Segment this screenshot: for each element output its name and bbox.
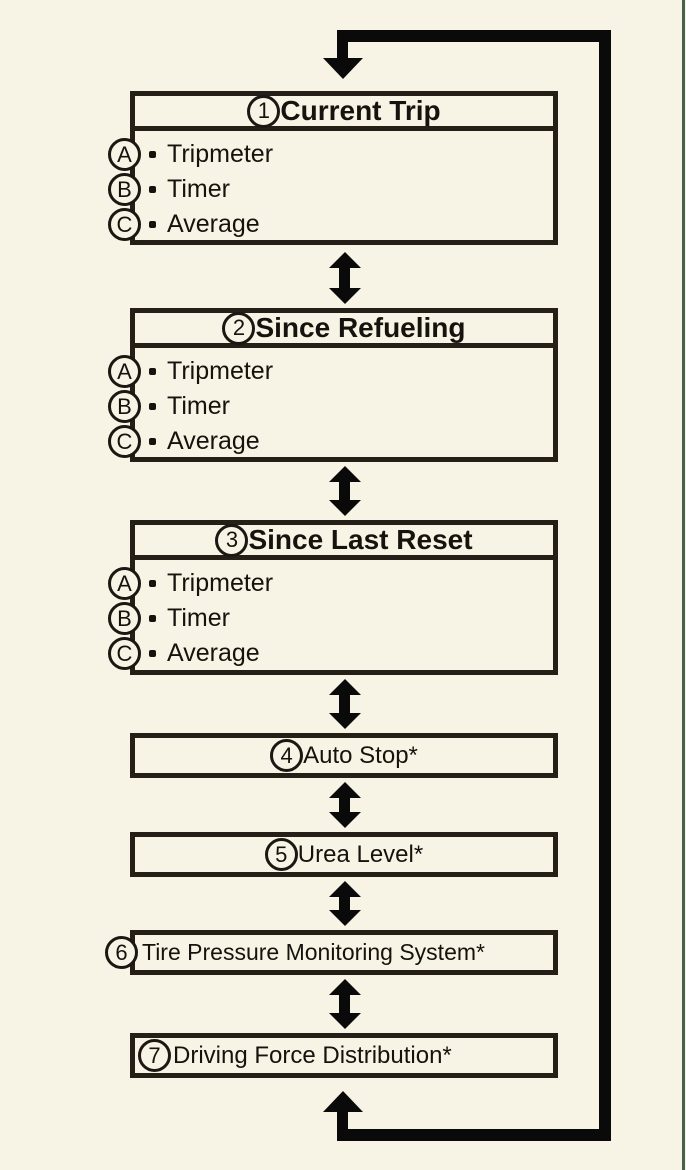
- double-arrow-icon: [328, 679, 361, 729]
- bullet-dot: [149, 221, 156, 228]
- item-row: B Timer: [108, 601, 553, 636]
- loop-right-line: [599, 30, 611, 1141]
- number-badge: 6: [105, 936, 138, 969]
- bullet-dot: [149, 186, 156, 193]
- item-row: A Tripmeter: [108, 566, 553, 601]
- item-row: A Tripmeter: [108, 137, 553, 172]
- number-badge: 2: [222, 311, 256, 345]
- item-row: B Timer: [108, 389, 553, 424]
- item-label: Tripmeter: [167, 357, 274, 385]
- number-badge: 1: [247, 94, 281, 128]
- loop-top-line: [337, 30, 611, 42]
- letter-badge: A: [108, 567, 141, 600]
- bullet-dot: [149, 650, 156, 657]
- double-arrow-icon: [328, 466, 361, 516]
- section-header: 1 Current Trip: [130, 91, 558, 131]
- section-title: Current Trip: [280, 95, 441, 126]
- section-body: A Tripmeter B Timer C Average: [108, 126, 558, 245]
- double-arrow-icon: [328, 881, 361, 926]
- item-label: Timer: [167, 604, 230, 632]
- section-title: Since Last Reset: [248, 524, 473, 555]
- section-header: 2 Since Refueling: [130, 308, 558, 348]
- loop-bottom-stem: [337, 1110, 348, 1130]
- item-row: C Average: [108, 636, 553, 671]
- section-driving-force-distribution: 7 Driving Force Distribution*: [130, 1033, 558, 1078]
- section-urea-level: 5 Urea Level*: [130, 832, 558, 877]
- item-label: Average: [167, 639, 260, 667]
- section-title: Auto Stop*: [303, 741, 418, 769]
- bullet-dot: [149, 615, 156, 622]
- number-badge: 3: [215, 523, 249, 557]
- section-header: 3 Since Last Reset: [130, 520, 558, 560]
- section-title: Since Refueling: [255, 312, 466, 343]
- bullet-dot: [149, 403, 156, 410]
- letter-badge: B: [108, 390, 141, 423]
- letter-badge: C: [108, 637, 141, 670]
- section-auto-stop: 4 Auto Stop*: [130, 733, 558, 778]
- page-edge-line: [682, 0, 685, 1170]
- item-label: Average: [167, 427, 260, 455]
- section-tpms: 6 Tire Pressure Monitoring System*: [105, 930, 558, 975]
- bullet-dot: [149, 438, 156, 445]
- double-arrow-icon: [328, 782, 361, 828]
- item-label: Timer: [167, 175, 230, 203]
- item-label: Tripmeter: [167, 569, 274, 597]
- section-since-last-reset: 3 Since Last Reset A Tripmeter B Timer C…: [108, 520, 558, 675]
- item-row: B Timer: [108, 172, 553, 207]
- section-body: A Tripmeter B Timer C Average: [108, 555, 558, 675]
- section-title: Urea Level*: [297, 840, 424, 868]
- double-arrow-icon: [328, 979, 361, 1029]
- item-label: Average: [167, 210, 260, 238]
- item-row: A Tripmeter: [108, 354, 553, 389]
- section-current-trip: 1 Current Trip A Tripmeter B Timer C Ave…: [108, 91, 558, 245]
- section-body: A Tripmeter B Timer C Average: [108, 343, 558, 462]
- loop-top-stem: [337, 40, 348, 59]
- item-label: Tripmeter: [167, 140, 274, 168]
- double-arrow-icon: [328, 252, 361, 304]
- letter-badge: C: [108, 208, 141, 241]
- bullet-dot: [149, 580, 156, 587]
- letter-badge: A: [108, 138, 141, 171]
- loop-arrow-up-icon: [323, 1091, 363, 1112]
- section-since-refueling: 2 Since Refueling A Tripmeter B Timer C …: [108, 308, 558, 462]
- item-row: C Average: [108, 207, 553, 242]
- bullet-dot: [149, 151, 156, 158]
- item-label: Timer: [167, 392, 230, 420]
- letter-badge: B: [108, 602, 141, 635]
- letter-badge: B: [108, 173, 141, 206]
- section-title: Driving Force Distribution*: [173, 1041, 452, 1069]
- number-badge: 5: [264, 838, 298, 871]
- item-row: C Average: [108, 424, 553, 459]
- letter-badge: C: [108, 425, 141, 458]
- loop-bottom-line: [337, 1129, 611, 1141]
- number-badge: 4: [270, 739, 304, 772]
- number-badge: 7: [138, 1039, 171, 1072]
- section-title: Tire Pressure Monitoring System*: [142, 939, 485, 965]
- loop-arrow-down-icon: [323, 58, 363, 79]
- letter-badge: A: [108, 355, 141, 388]
- bullet-dot: [149, 368, 156, 375]
